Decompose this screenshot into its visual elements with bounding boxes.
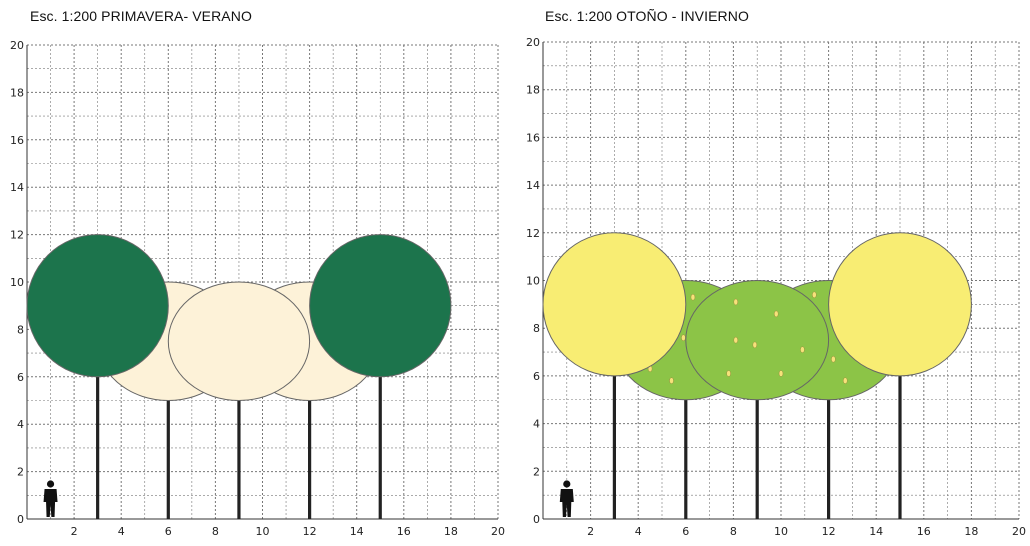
- x-tick-label: 6: [165, 525, 172, 538]
- fruit-dot: [733, 336, 739, 344]
- tree-crown-back: [685, 280, 830, 401]
- y-tick-label: 8: [533, 322, 540, 335]
- y-tick-label: 2: [17, 466, 24, 479]
- y-tick-label: 6: [533, 370, 540, 383]
- panel-title-spring-summer: Esc. 1:200 PRIMAVERA- VERANO: [30, 8, 252, 24]
- x-tick-label: 20: [1012, 525, 1026, 538]
- panel-1: 0 2 4 6 8 10 12 14 16 18 20 2 4 6 8 10 12 14 16 18 20: [526, 36, 1026, 538]
- fruit-dot: [831, 355, 836, 363]
- tree-crown-front: [542, 232, 687, 377]
- tree-crown-back: [167, 281, 311, 401]
- x-tick-label: 6: [682, 525, 689, 538]
- x-tick-label: 16: [917, 525, 931, 538]
- y-tick-label: 12: [526, 227, 540, 240]
- x-tick-label: 16: [397, 525, 411, 538]
- fruit-dot: [778, 370, 784, 377]
- fruit-dot: [733, 298, 739, 306]
- x-tick-label: 10: [774, 525, 788, 538]
- person-icon: [43, 480, 58, 517]
- y-tick-label: 14: [526, 179, 540, 192]
- y-tick-label: 12: [10, 229, 24, 242]
- tree-crown-front: [26, 234, 169, 378]
- x-tick-label: 2: [71, 525, 78, 538]
- x-tick-label: 20: [491, 525, 505, 538]
- y-tick-label: 4: [533, 418, 540, 431]
- y-tick-label: 18: [10, 86, 24, 99]
- fruit-dot: [773, 310, 779, 318]
- x-tick-label: 12: [822, 525, 836, 538]
- fruit-dot: [800, 346, 805, 353]
- y-tick-label: 8: [17, 323, 24, 336]
- x-tick-label: 12: [303, 525, 317, 538]
- x-tick-label: 4: [635, 525, 642, 538]
- y-tick-label: 0: [17, 513, 24, 526]
- x-tick-label: 10: [256, 525, 270, 538]
- y-tick-label: 20: [526, 36, 540, 49]
- fruit-dot: [812, 291, 817, 299]
- y-tick-label: 20: [10, 39, 24, 52]
- x-tick-label: 2: [587, 525, 594, 538]
- y-tick-label: 2: [533, 465, 540, 478]
- x-tick-label: 18: [964, 525, 978, 538]
- fruit-dot: [690, 293, 696, 301]
- x-tick-label: 18: [444, 525, 458, 538]
- tree-crown-front: [309, 234, 452, 378]
- y-tick-label: 6: [17, 371, 24, 384]
- y-tick-label: 4: [17, 418, 24, 431]
- person-icon: [559, 480, 574, 517]
- y-tick-label: 0: [533, 513, 540, 526]
- y-tick-label: 18: [526, 84, 540, 97]
- panel-0: 0 2 4 6 8 10 12 14 16 18 20 2 4 6 8 10 12 14 16 18 20: [10, 39, 505, 538]
- fruit-dot: [752, 341, 758, 349]
- x-tick-label: 14: [350, 525, 364, 538]
- x-tick-label: 8: [212, 525, 219, 538]
- tree-crown-front: [828, 232, 972, 377]
- panel-title-autumn-winter: Esc. 1:200 OTOÑO - INVIERNO: [545, 8, 749, 24]
- y-tick-label: 14: [10, 181, 24, 194]
- fruit-dot: [669, 377, 674, 384]
- x-tick-label: 4: [118, 525, 125, 538]
- fruit-dot: [843, 377, 848, 384]
- y-tick-label: 10: [10, 276, 24, 289]
- x-tick-label: 8: [730, 525, 737, 538]
- fruit-dot: [726, 370, 731, 377]
- x-tick-label: 14: [869, 525, 883, 538]
- y-tick-label: 16: [10, 134, 24, 147]
- y-tick-label: 16: [526, 131, 540, 144]
- fruit-dot: [681, 334, 686, 341]
- y-tick-label: 10: [526, 275, 540, 288]
